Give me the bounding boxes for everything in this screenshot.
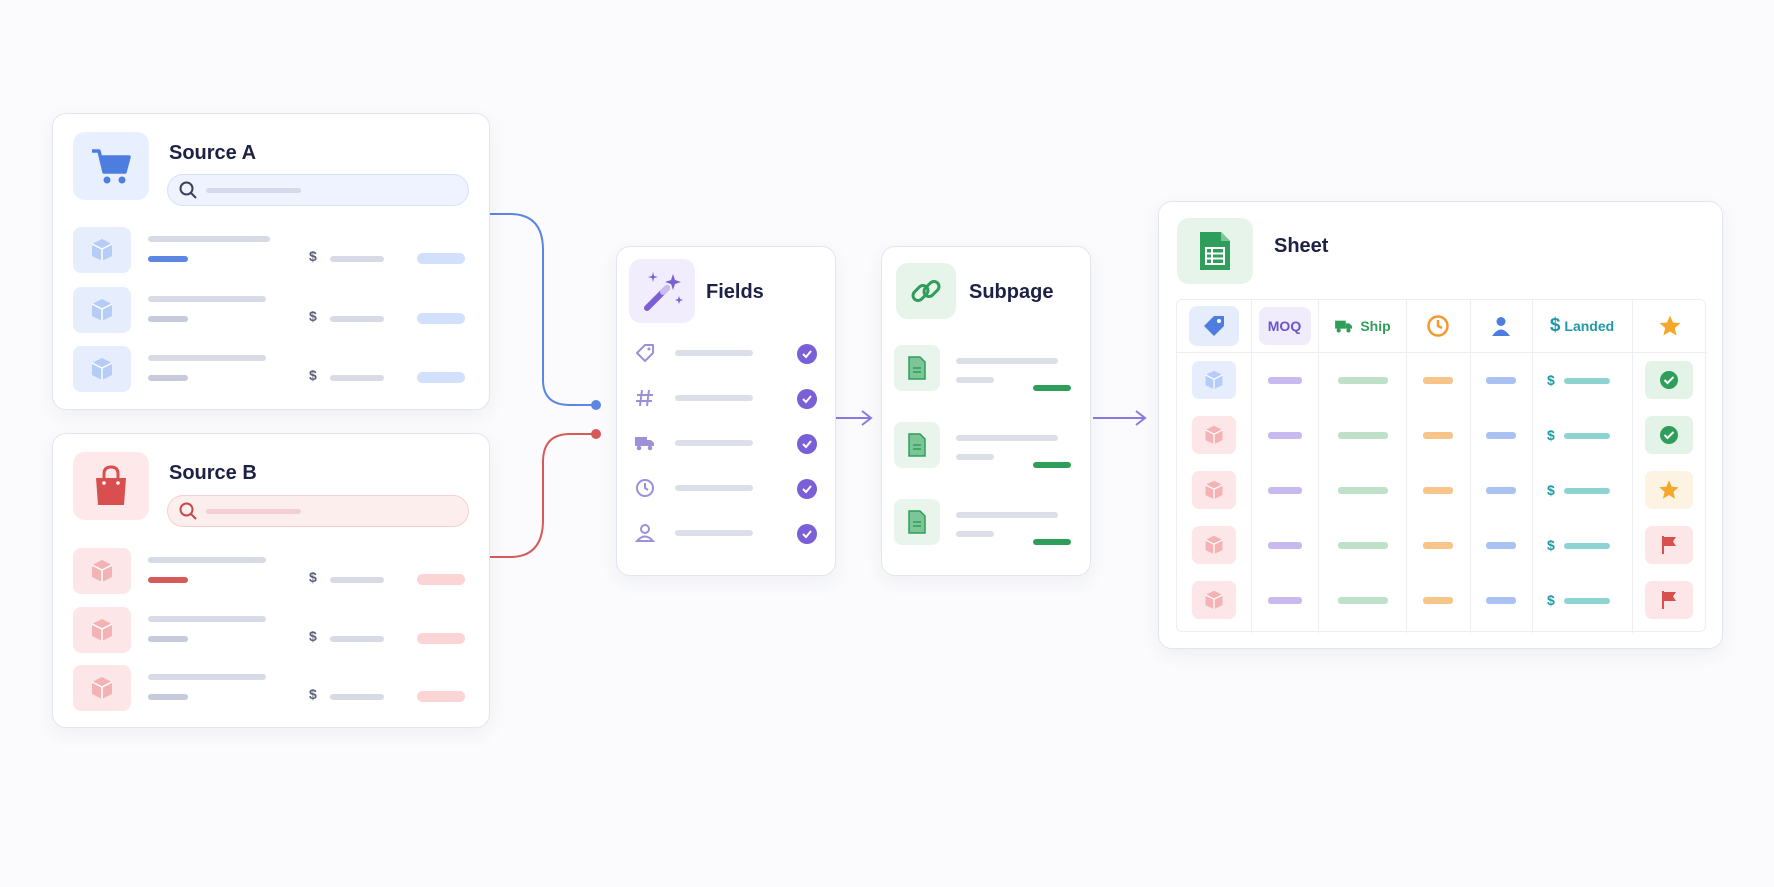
- price-symbol: $: [309, 628, 317, 644]
- search-input[interactable]: [167, 495, 469, 527]
- ship-label: Ship: [1360, 318, 1391, 334]
- source-a-card: Source A $ $ $: [52, 113, 490, 410]
- link-icon: [896, 263, 956, 319]
- moq-label: MOQ: [1267, 318, 1302, 334]
- sheet-title: Sheet: [1274, 235, 1329, 257]
- price-symbol: $: [309, 686, 317, 702]
- search-icon: [179, 181, 197, 199]
- status-star-icon: [1645, 471, 1693, 509]
- column-header-landed[interactable]: $ Landed: [1532, 300, 1632, 352]
- check-icon: [797, 389, 817, 409]
- user-icon: [1492, 317, 1510, 336]
- hash-icon: [634, 387, 656, 409]
- price-symbol: $: [1547, 427, 1555, 443]
- product-box-icon: [1192, 416, 1236, 454]
- column-header-ship[interactable]: Ship: [1318, 300, 1406, 352]
- price-symbol: $: [1547, 482, 1555, 498]
- product-box-icon: [1192, 526, 1236, 564]
- product-box-icon: [1192, 361, 1236, 399]
- check-icon: [797, 344, 817, 364]
- tag-icon: [1189, 306, 1239, 346]
- column-header-tag[interactable]: [1177, 300, 1251, 352]
- document-icon: [894, 499, 940, 545]
- shopping-cart-icon: [73, 132, 149, 200]
- source-b-title: Source B: [169, 462, 257, 484]
- product-box-icon: [73, 665, 131, 711]
- subpage-card: Subpage: [881, 246, 1091, 576]
- clock-icon: [634, 477, 656, 499]
- truck-icon: [634, 432, 656, 454]
- price-symbol: $: [309, 308, 317, 324]
- spreadsheet-icon: [1177, 218, 1253, 284]
- clock-icon: [1427, 315, 1449, 337]
- check-icon: [797, 434, 817, 454]
- shopping-bag-icon: [73, 452, 149, 520]
- check-icon: [797, 479, 817, 499]
- dollar-icon: $: [1549, 315, 1561, 336]
- document-icon: [894, 422, 940, 468]
- user-icon: [634, 522, 656, 544]
- status-check-icon: [1645, 361, 1693, 399]
- star-icon: [1659, 315, 1680, 336]
- price-symbol: $: [1547, 537, 1555, 553]
- price-symbol: $: [309, 569, 317, 585]
- price-symbol: $: [1547, 592, 1555, 608]
- product-box-icon: [1192, 471, 1236, 509]
- price-symbol: $: [309, 367, 317, 383]
- status-check-icon: [1645, 416, 1693, 454]
- price-symbol: $: [309, 248, 317, 264]
- column-header-rating[interactable]: [1632, 300, 1707, 352]
- search-icon: [179, 502, 197, 520]
- tag-icon: [634, 342, 656, 364]
- fields-title: Fields: [706, 281, 764, 303]
- document-icon: [894, 345, 940, 391]
- magic-wand-icon: [629, 259, 695, 323]
- data-table: MOQ Ship $ Landed $: [1176, 299, 1707, 633]
- subpage-title: Subpage: [969, 281, 1054, 303]
- product-box-icon: [73, 287, 131, 333]
- truck-icon: [1335, 320, 1353, 333]
- search-input[interactable]: [167, 174, 469, 206]
- sheet-card: Sheet MOQ Ship $: [1158, 201, 1723, 649]
- product-box-icon: [73, 548, 131, 594]
- source-b-card: Source B $ $ $: [52, 433, 490, 728]
- column-header-time[interactable]: [1406, 300, 1470, 352]
- landed-label: Landed: [1564, 318, 1615, 334]
- product-box-icon: [73, 346, 131, 392]
- product-box-icon: [73, 227, 131, 273]
- fields-card: Fields: [616, 246, 836, 576]
- status-flag-icon: [1645, 526, 1693, 564]
- source-a-title: Source A: [169, 142, 257, 164]
- product-box-icon: [1192, 581, 1236, 619]
- check-icon: [797, 524, 817, 544]
- status-flag-icon: [1645, 581, 1693, 619]
- column-header-moq[interactable]: MOQ: [1251, 300, 1318, 352]
- price-symbol: $: [1547, 372, 1555, 388]
- column-header-owner[interactable]: [1470, 300, 1532, 352]
- product-box-icon: [73, 607, 131, 653]
